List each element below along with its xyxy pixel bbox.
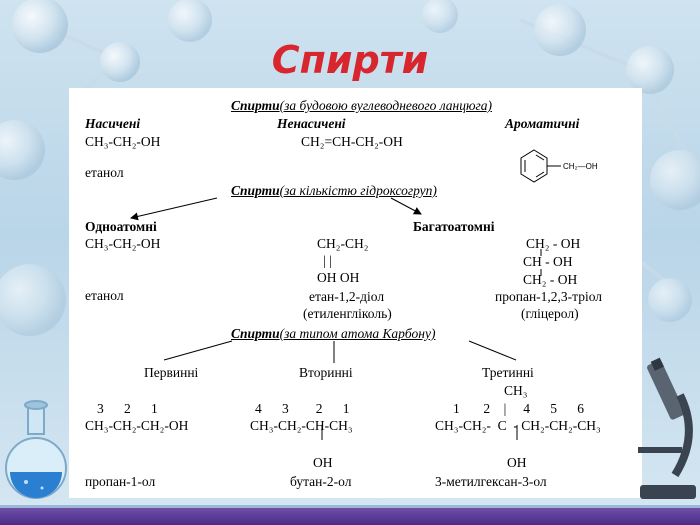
saturated-name: етанол	[85, 165, 124, 180]
secondary-oh: OH	[313, 455, 333, 470]
col-aromatic: Ароматичні	[505, 116, 580, 131]
section3-heading-paren: (за типом атома Карбону)	[279, 326, 436, 341]
col-unsaturated: Ненасичені	[277, 116, 346, 131]
bottom-bar	[0, 505, 700, 525]
section3-heading-bold: Спирти	[231, 326, 280, 341]
line-tertiary	[468, 340, 517, 361]
triol-name: пропан-1,2,3-тріол	[495, 289, 603, 304]
triol-line3: CH₂ - OH	[523, 272, 578, 287]
aromatic-group: CH₂—OH	[563, 162, 598, 171]
slide-title: Спирти	[271, 38, 429, 82]
connector-lines	[130, 149, 561, 440]
arrow-polyhydric	[390, 197, 422, 215]
triol-line2: CH - OH	[523, 254, 573, 269]
benzene-ring-icon	[520, 149, 561, 183]
secondary-formula: CH₃-CH₂-CH-CH₃	[250, 418, 353, 433]
diol-trivial: (етиленгліколь)	[303, 306, 392, 321]
tertiary-name: 3-метилгексан-3-ол	[435, 474, 547, 489]
tertiary-oh: OH	[507, 455, 527, 470]
microscope-icon	[638, 357, 696, 499]
mono-formula: CH₃-CH₂-OH	[85, 236, 161, 251]
primary-label: Первинні	[144, 365, 199, 380]
primary-numbers: 3 2 1	[97, 401, 158, 416]
diol-name: етан-1,2-діол	[309, 289, 385, 304]
arrow-monohydric	[130, 197, 218, 221]
section1-heading-paren: (за будовою вуглеводневого ланцюга)	[279, 98, 492, 113]
secondary-numbers: 4 3 2 1	[255, 401, 350, 416]
flask-icon	[5, 400, 67, 499]
tertiary-formula: CH₃-CH₂- C - CH₂-CH₂-CH₃	[435, 418, 601, 433]
primary-formula: CH₃-CH₂-CH₂-OH	[85, 418, 189, 433]
col-saturated: Насичені	[85, 116, 141, 131]
section1-heading-bold: Спирти	[231, 98, 280, 113]
section2-heading-bold: Спирти	[231, 183, 280, 198]
section3-heading: Спирти(за типом атома Карбону)	[231, 326, 435, 342]
unsaturated-formula: CH₂=CH-CH₂-OH	[301, 134, 403, 149]
diol-top: CH₂-CH₂	[317, 236, 369, 251]
primary-name: пропан-1-ол	[85, 474, 156, 489]
section1-heading: Спирти(за будовою вуглеводневого ланцюга…	[231, 98, 492, 114]
monohydric-label: Одноатомні	[85, 219, 157, 234]
diol-bonds: | |	[323, 253, 332, 268]
content-panel: Спирти(за будовою вуглеводневого ланцюга…	[69, 88, 642, 498]
secondary-name: бутан-2-ол	[290, 474, 352, 489]
section2-heading: Спирти(за кількістю гідроксогруп)	[231, 183, 437, 199]
secondary-label: Вторинні	[299, 365, 353, 380]
tertiary-numbers: 1 2 | 4 5 6	[453, 401, 584, 416]
polyhydric-label: Багатоатомні	[413, 219, 495, 234]
triol-line1: CH₂ - OH	[526, 236, 581, 251]
diol-oh: OH OH	[317, 270, 360, 285]
saturated-formula: CH₃-CH₂-OH	[85, 134, 161, 149]
tertiary-label: Третинні	[482, 365, 534, 380]
line-primary	[163, 340, 233, 361]
mono-name: етанол	[85, 288, 124, 303]
triol-trivial: (гліцерол)	[521, 306, 579, 321]
section2-heading-paren: (за кількістю гідроксогруп)	[279, 183, 437, 198]
tertiary-ch3: CH₃	[504, 383, 528, 398]
